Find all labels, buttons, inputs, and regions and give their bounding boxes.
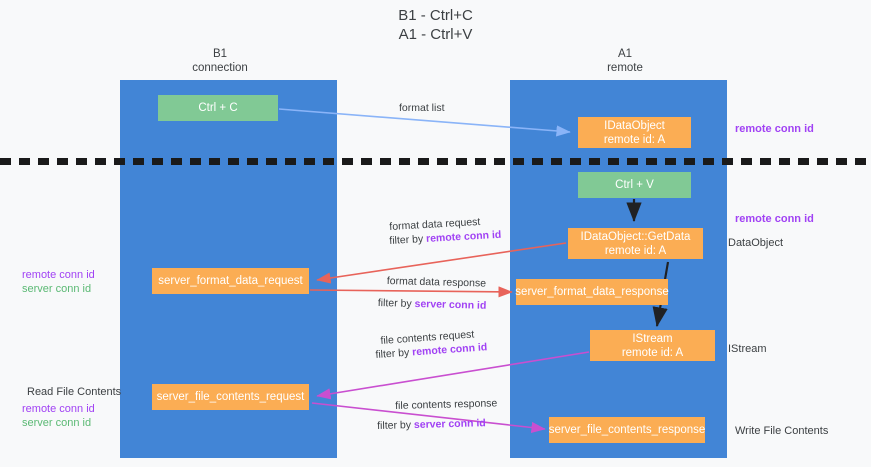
column-header-a1-name: A1 bbox=[617, 48, 633, 60]
annotation-read-file-contents: Read File Contents bbox=[27, 386, 122, 398]
column-header-a1-role: remote bbox=[607, 62, 643, 74]
annotation-istream: IStream bbox=[728, 343, 767, 355]
title-line-1: B1 - Ctrl+C bbox=[398, 7, 473, 24]
node-ctrl-v[interactable]: Ctrl + V bbox=[578, 172, 691, 198]
column-header-a1: A1 remote bbox=[545, 47, 705, 75]
node-idataobject-getdata[interactable]: IDataObject::GetData remote id: A bbox=[568, 228, 703, 259]
title-line-2: A1 - Ctrl+V bbox=[398, 26, 473, 43]
annotation-left-conn-ids-bottom: remote conn id server conn id bbox=[22, 402, 95, 430]
annotation-write-file-contents: Write File Contents bbox=[735, 425, 829, 437]
column-header-b1: B1 connection bbox=[150, 47, 290, 75]
filter-prefix: filter by bbox=[389, 232, 427, 247]
node-server-format-data-request[interactable]: server_format_data_request bbox=[152, 268, 309, 294]
node-idataobject-getdata-remote-id: remote id: A bbox=[604, 244, 667, 257]
node-server-file-contents-request-label: server_file_contents_request bbox=[156, 391, 305, 403]
filter-key-remote-conn-id: remote conn id bbox=[425, 228, 502, 245]
edge-label-format-data-response-filter: filter by server conn id bbox=[378, 296, 487, 313]
node-server-file-contents-request[interactable]: server_file_contents_request bbox=[152, 384, 309, 410]
edge-label-format-list: format list bbox=[399, 102, 445, 114]
node-ctrl-v-label: Ctrl + V bbox=[615, 179, 654, 191]
annotation-left-server-conn-id-2: server conn id bbox=[22, 417, 92, 429]
node-idataobject[interactable]: IDataObject remote id: A bbox=[578, 117, 691, 148]
filter-prefix: filter by bbox=[375, 346, 413, 361]
node-ctrl-c[interactable]: Ctrl + C bbox=[158, 95, 278, 121]
annotation-left-remote-conn-id-2: remote conn id bbox=[22, 403, 95, 415]
node-istream-label: IStream bbox=[632, 332, 673, 345]
edge-label-format-data-response: format data response bbox=[386, 274, 487, 290]
edge-label-file-contents-response-filter: filter by server conn id bbox=[377, 416, 486, 433]
annotation-data-object: DataObject bbox=[728, 237, 784, 249]
column-header-b1-role: connection bbox=[192, 62, 248, 74]
node-server-file-contents-response[interactable]: server_file_contents_response bbox=[549, 417, 705, 443]
node-server-file-contents-response-label: server_file_contents_response bbox=[548, 424, 706, 436]
annotation-remote-conn-id-top: remote conn id bbox=[735, 123, 814, 135]
annotation-left-remote-conn-id: remote conn id bbox=[22, 269, 95, 281]
node-idataobject-label: IDataObject bbox=[604, 119, 665, 132]
node-server-format-data-request-label: server_format_data_request bbox=[158, 275, 303, 287]
filter-prefix: filter by bbox=[377, 419, 415, 432]
filter-key-server-conn-id: server conn id bbox=[413, 417, 486, 432]
phase-divider bbox=[0, 158, 871, 165]
column-header-b1-name: B1 bbox=[212, 48, 228, 60]
annotation-remote-conn-id-mid: remote conn id bbox=[735, 213, 814, 225]
filter-key-remote-conn-id: remote conn id bbox=[411, 341, 488, 359]
page-title: B1 - Ctrl+C A1 - Ctrl+V bbox=[0, 6, 871, 44]
node-idataobject-remote-id: remote id: A bbox=[603, 133, 666, 146]
node-ctrl-c-label: Ctrl + C bbox=[198, 102, 238, 114]
filter-prefix: filter by bbox=[377, 296, 415, 310]
filter-key-server-conn-id: server conn id bbox=[414, 297, 487, 312]
node-server-format-data-response-label: server_format_data_response bbox=[515, 286, 669, 298]
edge-label-file-contents-response: file contents response bbox=[395, 397, 498, 412]
node-istream[interactable]: IStream remote id: A bbox=[590, 330, 715, 361]
node-istream-remote-id: remote id: A bbox=[621, 346, 684, 359]
annotation-left-conn-ids-top: remote conn id server conn id bbox=[22, 268, 95, 296]
annotation-left-server-conn-id: server conn id bbox=[22, 283, 92, 295]
node-server-format-data-response[interactable]: server_format_data_response bbox=[515, 279, 669, 305]
node-idataobject-getdata-label: IDataObject::GetData bbox=[580, 230, 691, 243]
